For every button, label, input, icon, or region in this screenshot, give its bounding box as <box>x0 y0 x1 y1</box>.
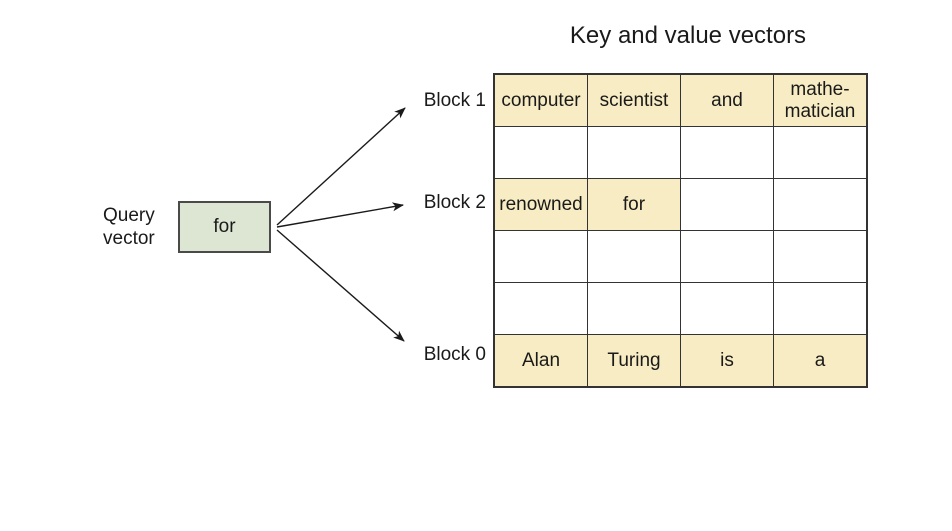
table-row <box>493 126 868 179</box>
arrow-to-block-0 <box>276 229 405 342</box>
empty-cell <box>587 126 681 179</box>
table-row <box>493 230 868 283</box>
empty-cell <box>587 282 681 335</box>
block-0-label: Block 0 <box>423 344 486 365</box>
empty-cell <box>680 178 774 231</box>
key-value-cell: renowned <box>493 178 588 231</box>
key-value-cell: and <box>680 73 774 127</box>
key-value-cell: for <box>587 178 681 231</box>
key-value-cell: Turing <box>587 334 681 388</box>
key-value-cell: a <box>773 334 868 388</box>
query-vector-box-text: for <box>213 216 236 237</box>
arrow-to-block-2 <box>276 202 404 228</box>
block-2-label: Block 2 <box>423 192 486 213</box>
empty-cell <box>773 230 868 283</box>
empty-cell <box>680 230 774 283</box>
empty-cell <box>680 282 774 335</box>
key-value-cell: computer <box>493 73 588 127</box>
empty-cell <box>680 126 774 179</box>
block-1-label: Block 1 <box>423 90 486 111</box>
empty-cell <box>587 230 681 283</box>
empty-cell <box>493 230 588 283</box>
key-value-cell: is <box>680 334 774 388</box>
empty-cell <box>773 282 868 335</box>
query-vector-box: for <box>178 201 271 253</box>
table-row <box>493 282 868 335</box>
diagram-title: Key and value vectors <box>569 22 807 49</box>
query-vector-label: Query vector <box>103 205 155 249</box>
key-value-cell: mathe- matician <box>773 73 868 127</box>
key-value-cell: Alan <box>493 334 588 388</box>
key-value-cell: scientist <box>587 73 681 127</box>
empty-cell <box>773 178 868 231</box>
empty-cell <box>493 282 588 335</box>
empty-cell <box>773 126 868 179</box>
empty-cell <box>493 126 588 179</box>
